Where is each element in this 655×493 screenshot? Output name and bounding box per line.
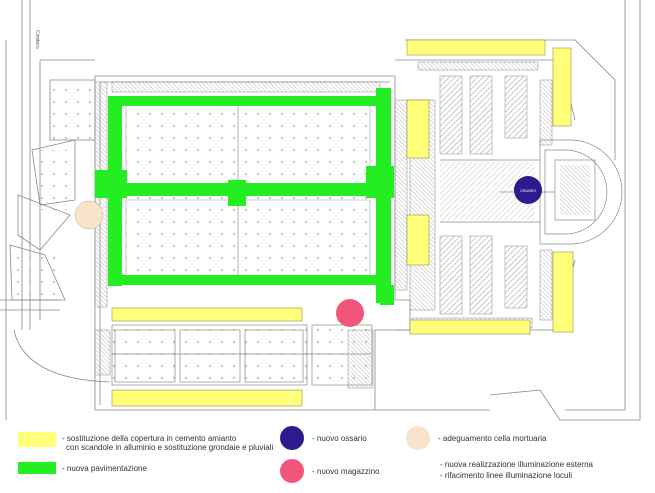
legend-ossario: - nuovo ossario: [312, 434, 367, 443]
new-warehouse-marker: [336, 299, 364, 327]
roof-area: [552, 251, 574, 333]
roof-replacement-areas: [111, 39, 574, 407]
mortuary-cell-marker: [74, 200, 104, 230]
island-dots-mid: [40, 150, 75, 210]
roof-area: [406, 39, 546, 56]
new-ossuary-marker: [514, 176, 542, 204]
paving-strip: [108, 275, 391, 285]
chapel-hatch: [560, 165, 590, 215]
lower-block-dots: [112, 325, 372, 385]
legend-yellow-line1: - sostituzione della copertura in cement…: [62, 434, 237, 443]
legend-swatch-magazzino: [280, 459, 304, 483]
paving-strip: [108, 96, 391, 106]
island-dots-top: [50, 80, 95, 140]
paving-strip: [95, 170, 127, 198]
wall-strip-top: [111, 81, 381, 93]
lower-right-hatch: [347, 329, 374, 389]
roof-area: [406, 99, 430, 159]
legend-swatch-ossario: [280, 426, 304, 450]
lower-left-stairs: [94, 329, 111, 376]
paving-strip: [228, 180, 246, 206]
roof-area: [111, 389, 303, 407]
legend-mortuaria: - adeguamento cella mortuaria: [438, 434, 547, 443]
paving-strip: [380, 285, 394, 305]
legend: - sostituzione della copertura in cement…: [18, 426, 594, 483]
ossary-label: OSSARIO: [520, 189, 536, 193]
paving-strip: [366, 166, 394, 198]
legend-lighting-line1: - nuova realizzazione illuminazione este…: [440, 460, 594, 469]
roof-area: [409, 319, 531, 335]
legend-yellow-line2: con scandole in alluminio e sostituzione…: [66, 443, 273, 452]
legend-swatch-green: [18, 462, 56, 474]
legend-swatch-yellow: [18, 432, 56, 447]
street-label: Cimitero: [34, 30, 40, 49]
legend-magazzino: - nuovo magazzino: [312, 467, 380, 476]
legend-swatch-mortuaria: [406, 426, 430, 450]
roof-area: [406, 214, 430, 266]
legend-green: - nuova pavimentazione: [62, 464, 147, 473]
new-paving: [95, 88, 394, 305]
island-dots-low: [15, 250, 60, 295]
paving-strip: [108, 183, 391, 196]
roof-area: [552, 47, 572, 127]
roof-area: [111, 307, 303, 322]
legend-lighting-line2: - rifacimento linee illuminazione loculi: [440, 471, 572, 480]
